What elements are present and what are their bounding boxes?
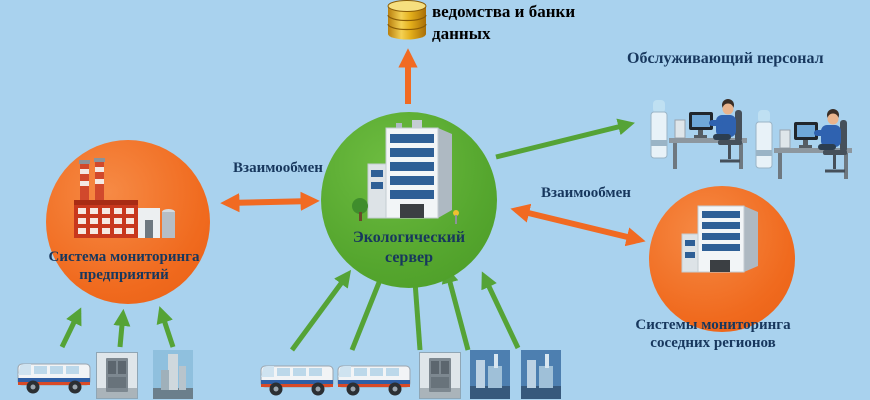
label-neighbor-line1: Системы мониторинга	[635, 317, 791, 333]
arrow-source-to-enterprise	[156, 306, 176, 348]
label-eco-server-line1: Экологический	[352, 229, 466, 246]
arrow-enterprise-eco-exchange	[220, 191, 320, 213]
label-enterprise-monitoring: Система мониторинга предприятий	[25, 248, 223, 285]
label-databanks: ведомства и банки данных	[432, 2, 576, 44]
arrow-source-to-eco	[441, 266, 471, 351]
monitoring-plant-photo	[521, 350, 561, 399]
monitoring-cabinet-photo	[419, 352, 461, 399]
monitoring-plant-photo	[470, 350, 510, 399]
arrow-source-to-eco	[481, 271, 521, 350]
ambulance-van-icon	[15, 353, 95, 397]
workstation-icon	[750, 92, 855, 184]
label-eco-server: Экологический сервер	[334, 228, 484, 267]
label-neighbor-line2: соседних регионов	[650, 335, 776, 352]
arrow-eco-neighbors-exchange	[510, 203, 646, 247]
label-enterprise-line1: Система мониторинга	[48, 249, 200, 265]
factory-icon	[66, 158, 178, 242]
database-cylinder-icon	[383, 0, 431, 40]
monitoring-station-photo	[153, 350, 193, 399]
workstation-icon	[645, 82, 750, 174]
arrow-source-to-enterprise	[113, 308, 131, 348]
label-exchange-right: Взаимообмен	[541, 185, 631, 201]
arrow-eco-to-personnel	[495, 118, 635, 160]
label-personnel: Обслуживающий персонал	[627, 50, 824, 67]
label-neighbor-regions: Системы мониторинга соседних регионов	[614, 316, 812, 353]
label-exchange-left: Взаимообмен	[233, 160, 323, 176]
label-eco-server-line2: сервер	[385, 248, 433, 266]
ambulance-van-icon	[335, 355, 415, 399]
eco-server-building-icon	[352, 118, 464, 226]
neighbor-building-icon	[672, 200, 772, 278]
label-enterprise-line2: предприятий	[79, 267, 169, 284]
monitoring-cabinet-photo	[96, 352, 138, 399]
arrow-source-to-eco	[349, 265, 388, 351]
arrow-source-to-enterprise	[59, 307, 82, 349]
arrow-source-to-eco	[289, 269, 352, 352]
ambulance-van-icon	[258, 355, 338, 399]
